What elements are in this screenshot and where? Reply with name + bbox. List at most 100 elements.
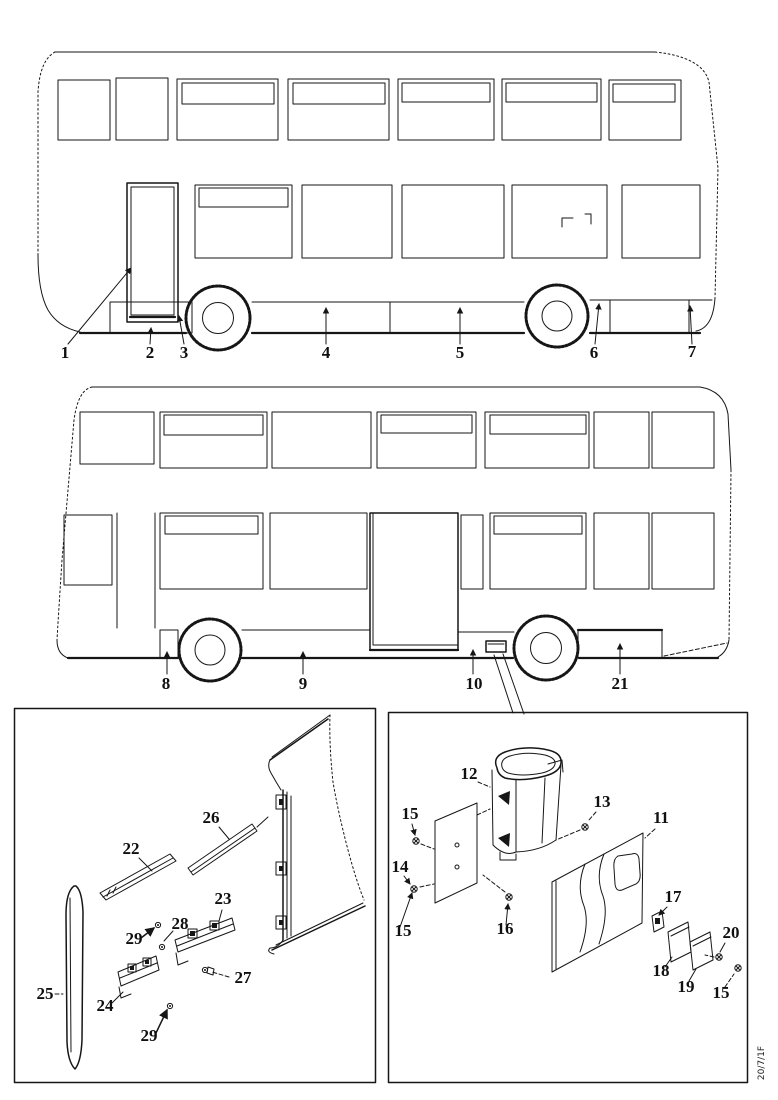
assembly-line: [419, 883, 435, 888]
fuel-filler-flap: [485, 640, 507, 653]
screw-fastener: [410, 885, 418, 893]
bracket-mark: [584, 213, 592, 225]
skirt-panel: [159, 629, 179, 659]
assembly-line: [555, 829, 581, 841]
vent-window: [401, 82, 491, 103]
window: [301, 184, 393, 259]
window: [79, 411, 155, 465]
leader-19: [688, 968, 697, 982]
callout-23: 23: [215, 889, 232, 908]
mounting-plate: [434, 802, 478, 904]
callout-28: 28: [172, 914, 189, 933]
leader-22: [138, 857, 153, 872]
window: [376, 411, 477, 469]
window: [194, 184, 293, 259]
window: [287, 78, 390, 141]
leader-17: [658, 906, 668, 916]
callout-16: 16: [497, 919, 514, 938]
leader-1: [67, 267, 132, 345]
vent-window: [493, 515, 583, 535]
leader-23: [218, 909, 223, 922]
callout-10: 10: [466, 674, 483, 693]
callout-3: 3: [180, 343, 189, 362]
leader-18: [664, 956, 673, 968]
window: [159, 512, 264, 590]
window: [593, 512, 650, 590]
bus-side-view-2: 8 9 10 21: [56, 386, 732, 715]
trim-blade-25: [65, 885, 84, 1070]
callout-21: 21: [612, 674, 629, 693]
front-edge: [37, 51, 56, 256]
callout-20: 20: [723, 923, 740, 942]
front-door: [126, 182, 179, 323]
bracket-mark: [561, 217, 574, 228]
callout-11: 11: [653, 808, 669, 827]
front-bumper-curve: [37, 254, 81, 333]
window: [484, 411, 590, 469]
callout-29a: 29: [126, 929, 143, 948]
leader-14: [403, 875, 411, 885]
callout-2: 2: [146, 343, 155, 362]
assembly-line: [704, 954, 715, 958]
window: [608, 79, 682, 141]
assembly-line: [476, 808, 491, 816]
callout-9: 9: [299, 674, 308, 693]
assembly-line: [420, 843, 435, 850]
leader-15c: [724, 973, 735, 988]
leader-20: [719, 942, 726, 953]
window: [593, 411, 650, 469]
screw-fastener: [715, 953, 723, 961]
front-wheel: [184, 284, 252, 352]
vent-window: [612, 83, 676, 103]
callout-14: 14: [392, 857, 410, 876]
rear-wheel: [524, 283, 590, 349]
leader-13: [587, 811, 597, 822]
leader-29b: [155, 1008, 168, 1034]
window: [501, 78, 602, 141]
bus-side-view-1: 1 2 3 4 5 6 7: [37, 51, 719, 362]
front-bumper: [717, 639, 730, 658]
clip-17: [651, 910, 665, 933]
rivet-fastener: [154, 921, 162, 929]
screw-fastener: [581, 823, 589, 831]
screw-fastener: [734, 964, 742, 972]
front-lower-slope: [663, 642, 728, 657]
callout-29b: 29: [141, 1026, 158, 1045]
rail-bracket-23: [174, 917, 236, 966]
callout-22: 22: [123, 839, 140, 858]
window: [511, 184, 608, 259]
detail-reference-line: [502, 653, 525, 715]
vent-window: [164, 515, 259, 535]
leader-7: [687, 305, 694, 345]
callout-26: 26: [203, 808, 220, 827]
leader-11: [644, 828, 656, 839]
vent-window: [163, 414, 264, 436]
rear-lower-corner: [56, 639, 69, 659]
rivet-fastener: [166, 1002, 174, 1010]
callout-15a: 15: [402, 804, 419, 823]
rivet-fastener: [158, 943, 166, 951]
front-wheel: [512, 614, 580, 682]
callout-5: 5: [456, 343, 465, 362]
vent-window: [489, 414, 587, 435]
leader-12: [477, 781, 491, 788]
window: [651, 411, 715, 469]
callout-27: 27: [235, 968, 253, 987]
callout-15b: 15: [395, 921, 412, 940]
rear-slope-edge: [56, 386, 93, 641]
leader-3: [176, 315, 185, 345]
front-top-corner: [699, 386, 732, 471]
filler-housing-12: [491, 747, 564, 861]
callout-24: 24: [97, 996, 115, 1015]
moulding-strip-26: [187, 816, 269, 876]
leader-26: [218, 826, 230, 840]
callout-8: 8: [162, 674, 171, 693]
callout-25: 25: [37, 984, 54, 1003]
detail-reference-line: [493, 654, 514, 714]
window: [159, 411, 268, 469]
callout-17: 17: [665, 887, 683, 906]
detail-box-left: 22 26 23 28 29 27 24 29 25: [13, 707, 377, 1084]
window: [621, 184, 701, 259]
